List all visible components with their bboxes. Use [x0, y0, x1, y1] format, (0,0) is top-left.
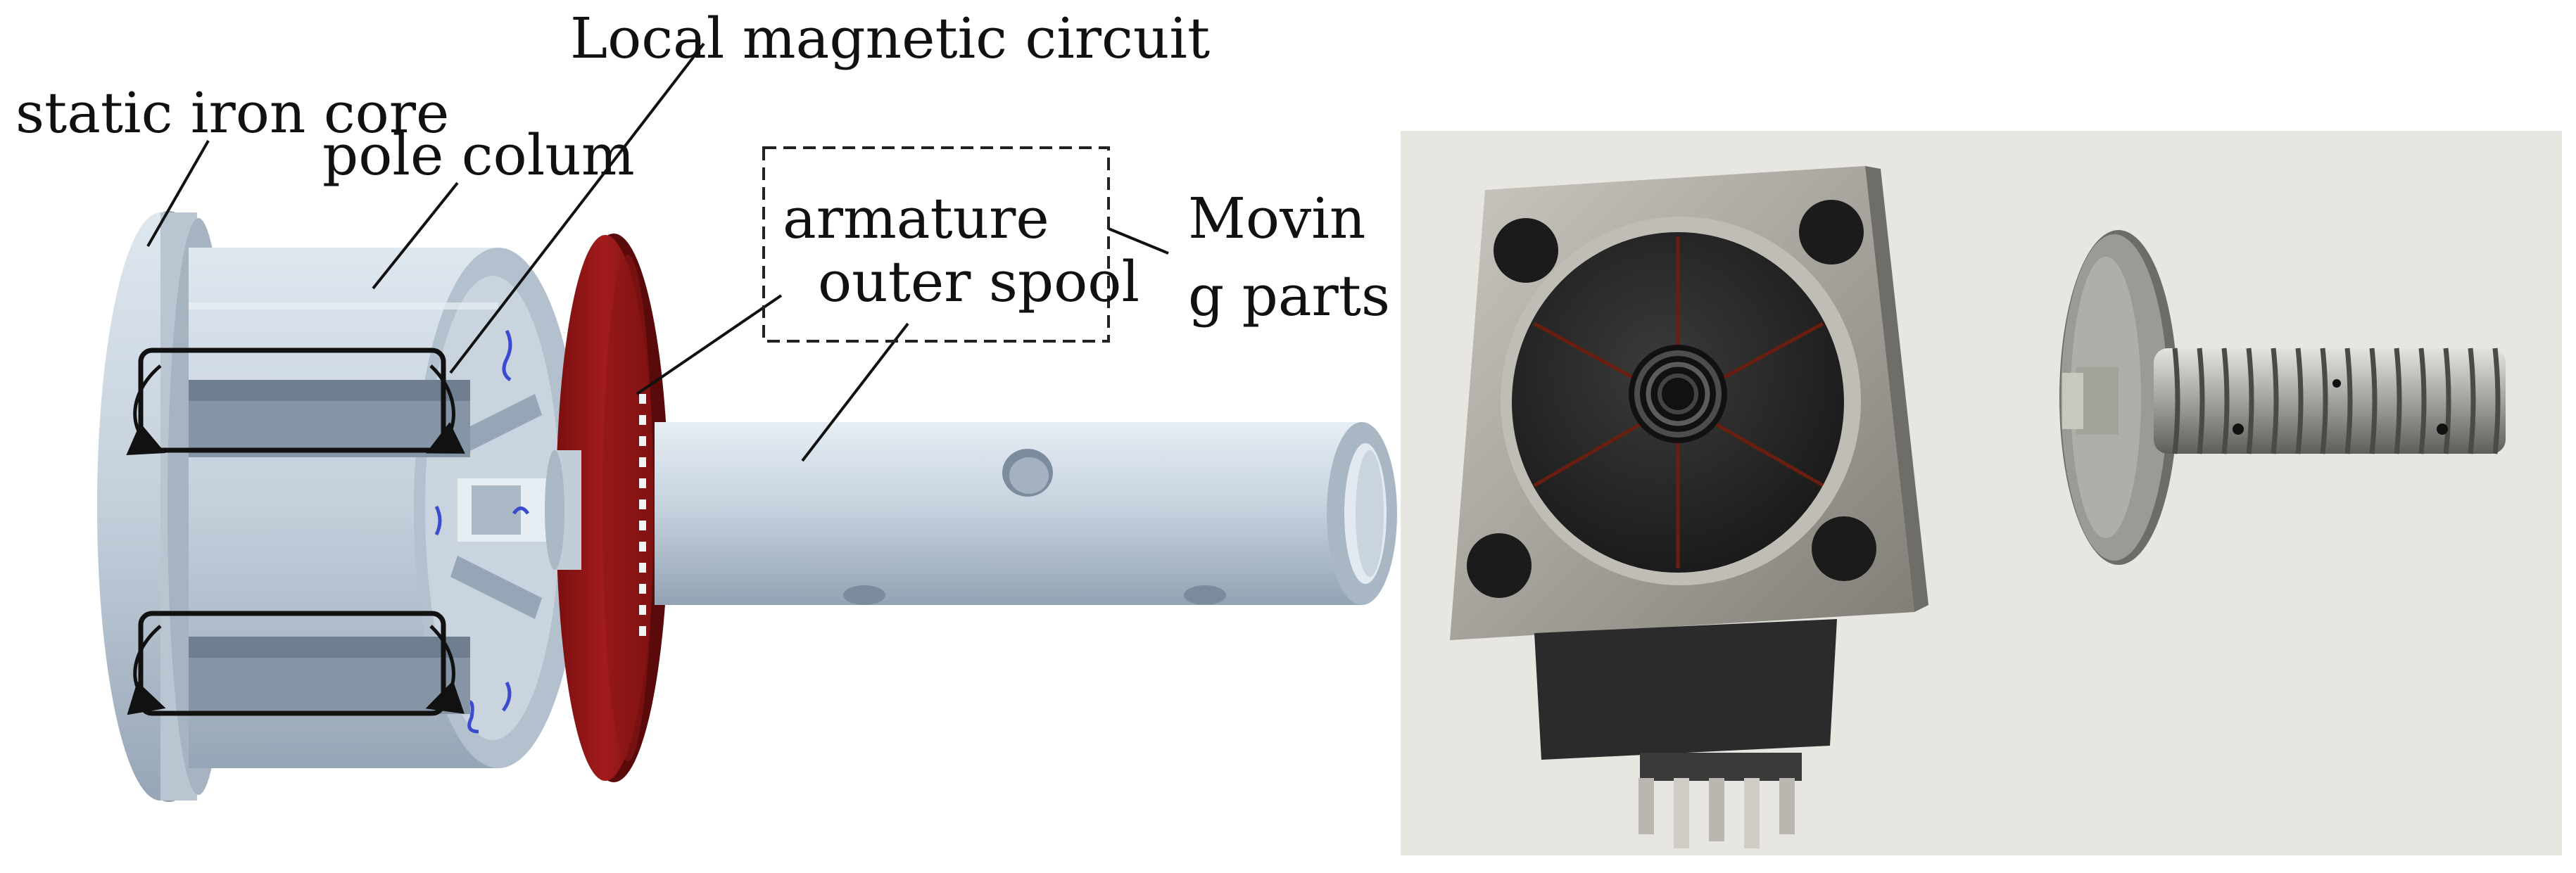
- label-local-magnetic-circuit: Local magnetic circuit: [570, 6, 1210, 71]
- magnetic-circuit-loops: [126, 348, 465, 716]
- valve-housing: [1450, 166, 1928, 640]
- photo-outer-spool: [2154, 348, 2506, 454]
- photo-armature-disk: [2059, 230, 2178, 565]
- moving-parts-box: [762, 146, 1110, 343]
- label-pole-colum: pole colum: [322, 122, 635, 188]
- leader-lines: [146, 42, 1169, 462]
- armature-disk: [545, 234, 669, 782]
- label-static-iron-core: static iron core: [15, 80, 449, 146]
- label-moving-parts-line2: g parts: [1188, 263, 1390, 329]
- label-moving-parts-line1: Movin: [1188, 186, 1365, 251]
- outer-spool: [655, 422, 1397, 605]
- electrical-connector: [1534, 619, 1837, 848]
- pole-column: [189, 248, 583, 768]
- armature-hole-ring: [639, 394, 646, 636]
- label-outer-spool: outer spool: [818, 249, 1139, 314]
- label-armature: armature: [783, 186, 1049, 251]
- photo-view: [1401, 131, 2562, 855]
- cad-view: Local magnetic circuit static iron core …: [15, 6, 1397, 802]
